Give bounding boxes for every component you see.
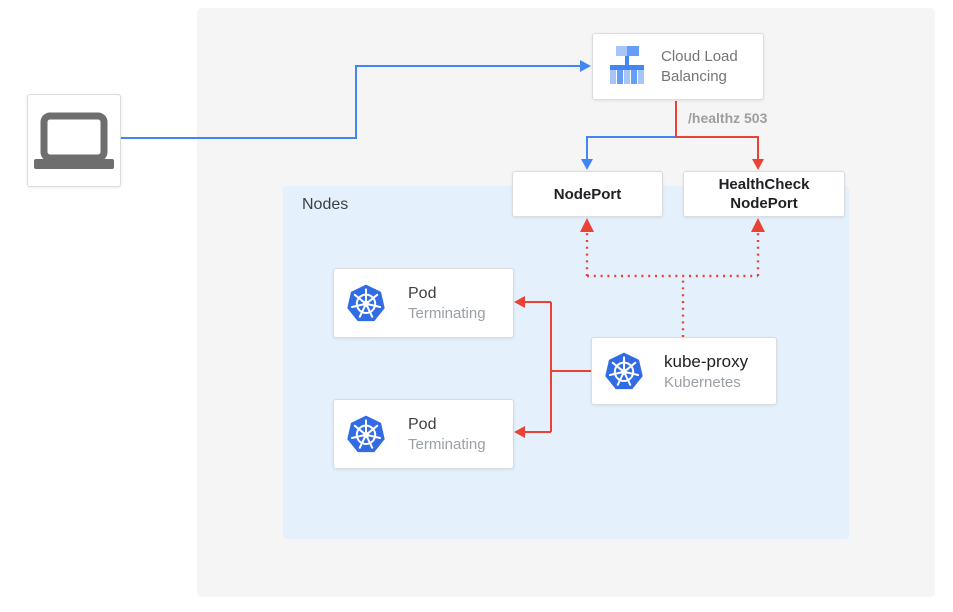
edge-load-balancer-to-healthcheck-nodeport-arrowhead: [752, 159, 764, 170]
cloud-load-balancing-label: Cloud Load Balancing: [661, 47, 738, 85]
nodeport-node: NodePort: [512, 171, 663, 217]
pod-1-status: Terminating: [408, 304, 486, 322]
kubernetes-icon: [605, 352, 643, 390]
kubernetes-icon: [347, 284, 385, 322]
client-node: [27, 94, 121, 187]
cloud-load-balancing-node: Cloud Load Balancing: [592, 33, 764, 100]
nodeport-label: NodePort: [553, 185, 622, 203]
kubernetes-icon: [347, 415, 385, 453]
edge-kube-proxy-to-pod-1-arrowhead: [514, 296, 525, 308]
cloud-load-balancing-icon: [610, 45, 644, 84]
edge-client-to-load-balancer: [121, 65, 581, 139]
edge-kube-proxy-to-healthcheck-nodeport-arrowhead: [751, 218, 765, 232]
pod-1-title: Pod: [408, 284, 437, 302]
healthcheck-nodeport-label-line1: HealthCheck: [718, 176, 810, 193]
pod-node-2: Pod Terminating: [333, 399, 514, 469]
edge-kube-proxy-to-pod-2-arrowhead: [514, 426, 525, 438]
nodes-group-label: Nodes: [302, 196, 349, 213]
edge-kube-proxy-to-nodeport-arrowhead: [580, 218, 594, 232]
edge-load-balancer-to-healthcheck-nodeport: [675, 101, 759, 161]
laptop-icon: [34, 112, 114, 169]
pod-node-1: Pod Terminating: [333, 268, 514, 338]
edge-client-to-load-balancer-arrowhead: [580, 60, 591, 72]
kube-proxy-title: kube-proxy: [664, 351, 749, 371]
kube-proxy-subtitle: Kubernetes: [664, 373, 741, 391]
pod-2-status: Terminating: [408, 435, 486, 453]
edge-load-balancer-to-nodeport-arrowhead: [581, 159, 593, 170]
kube-proxy-node: kube-proxy Kubernetes: [591, 337, 777, 405]
healthcheck-nodeport-node: HealthCheck NodePort: [683, 171, 845, 217]
edge-kube-proxy-to-nodeports-dotted: [585, 232, 760, 337]
healthcheck-nodeport-label-line2: NodePort: [730, 195, 798, 212]
edge-kube-proxy-to-pods: [522, 301, 591, 433]
pod-2-title: Pod: [408, 415, 437, 433]
edge-load-balancer-to-nodeport: [586, 136, 676, 161]
healthz-503-label: /healthz 503: [688, 110, 768, 126]
